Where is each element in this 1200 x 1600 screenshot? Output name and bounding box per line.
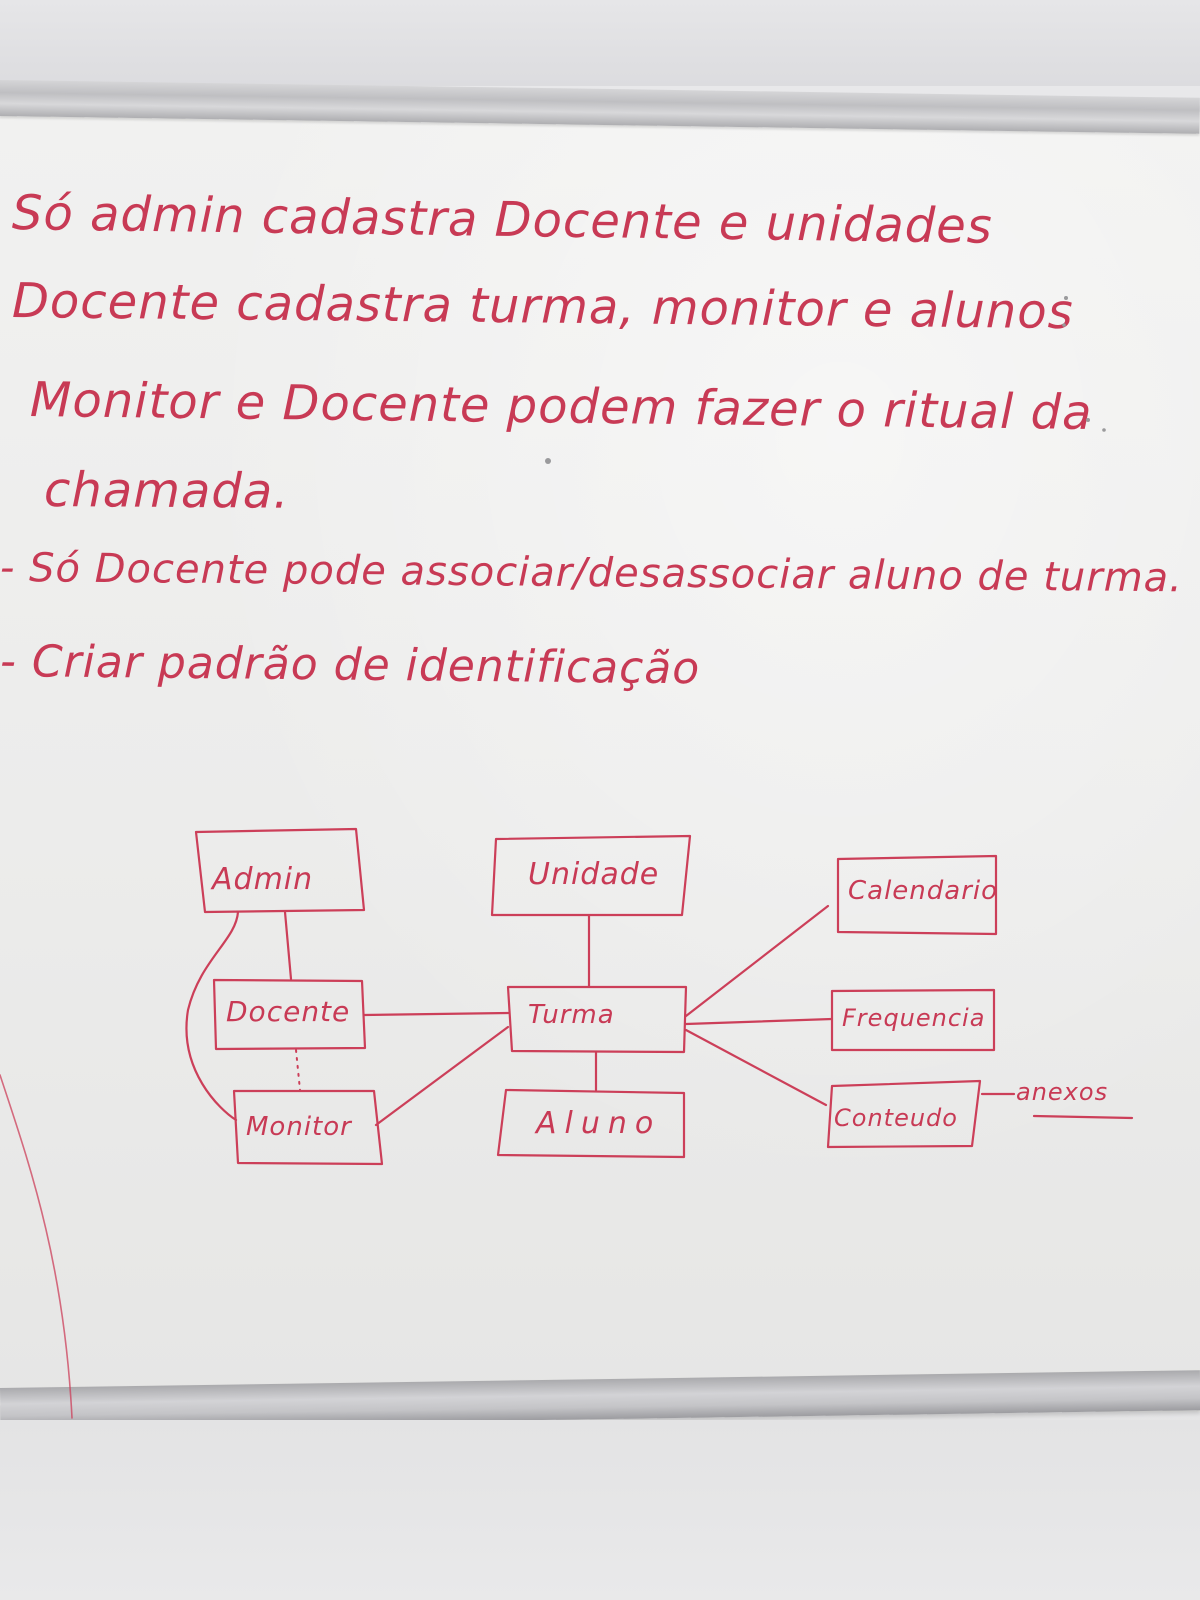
frequencia-box xyxy=(830,988,996,1052)
turma-conteudo-line xyxy=(684,1028,828,1107)
unidade-box xyxy=(490,834,692,917)
frequencia-label: Frequencia xyxy=(842,1004,986,1032)
docente-box xyxy=(212,978,367,1051)
aluno-box xyxy=(496,1088,686,1159)
turma-calendario-line xyxy=(684,904,830,1018)
anexos-underline xyxy=(1032,1114,1134,1120)
wall-bottom xyxy=(0,1420,1200,1600)
monitor-label: Monitor xyxy=(246,1112,352,1142)
admin-box xyxy=(194,827,366,914)
wall-top xyxy=(0,0,1200,86)
docente-turma-line xyxy=(362,1011,510,1017)
admin-docente-line xyxy=(283,910,293,981)
calendario-label: Calendario xyxy=(848,876,999,906)
anexos-label: anexos xyxy=(1016,1078,1109,1106)
docente-label: Docente xyxy=(226,995,351,1028)
turma-frequencia-line xyxy=(684,1017,834,1026)
docente-monitor-dotted xyxy=(295,1049,301,1091)
monitor-box xyxy=(232,1089,384,1166)
whiteboard-surface xyxy=(0,112,1200,1412)
turma-label: Turma xyxy=(528,1000,615,1030)
conteudo-label: Conteudo xyxy=(834,1104,958,1132)
turma-box xyxy=(506,985,688,1054)
aluno-label: Aluno xyxy=(536,1106,662,1141)
unidade-label: Unidade xyxy=(528,857,660,892)
admin-label: Admin xyxy=(212,862,314,897)
admin-monitor-curve xyxy=(185,910,240,1122)
calendario-box xyxy=(836,854,998,936)
monitor-turma-line xyxy=(374,1025,510,1127)
left-stray-line xyxy=(0,1074,73,1419)
conteudo-box xyxy=(826,1079,982,1149)
